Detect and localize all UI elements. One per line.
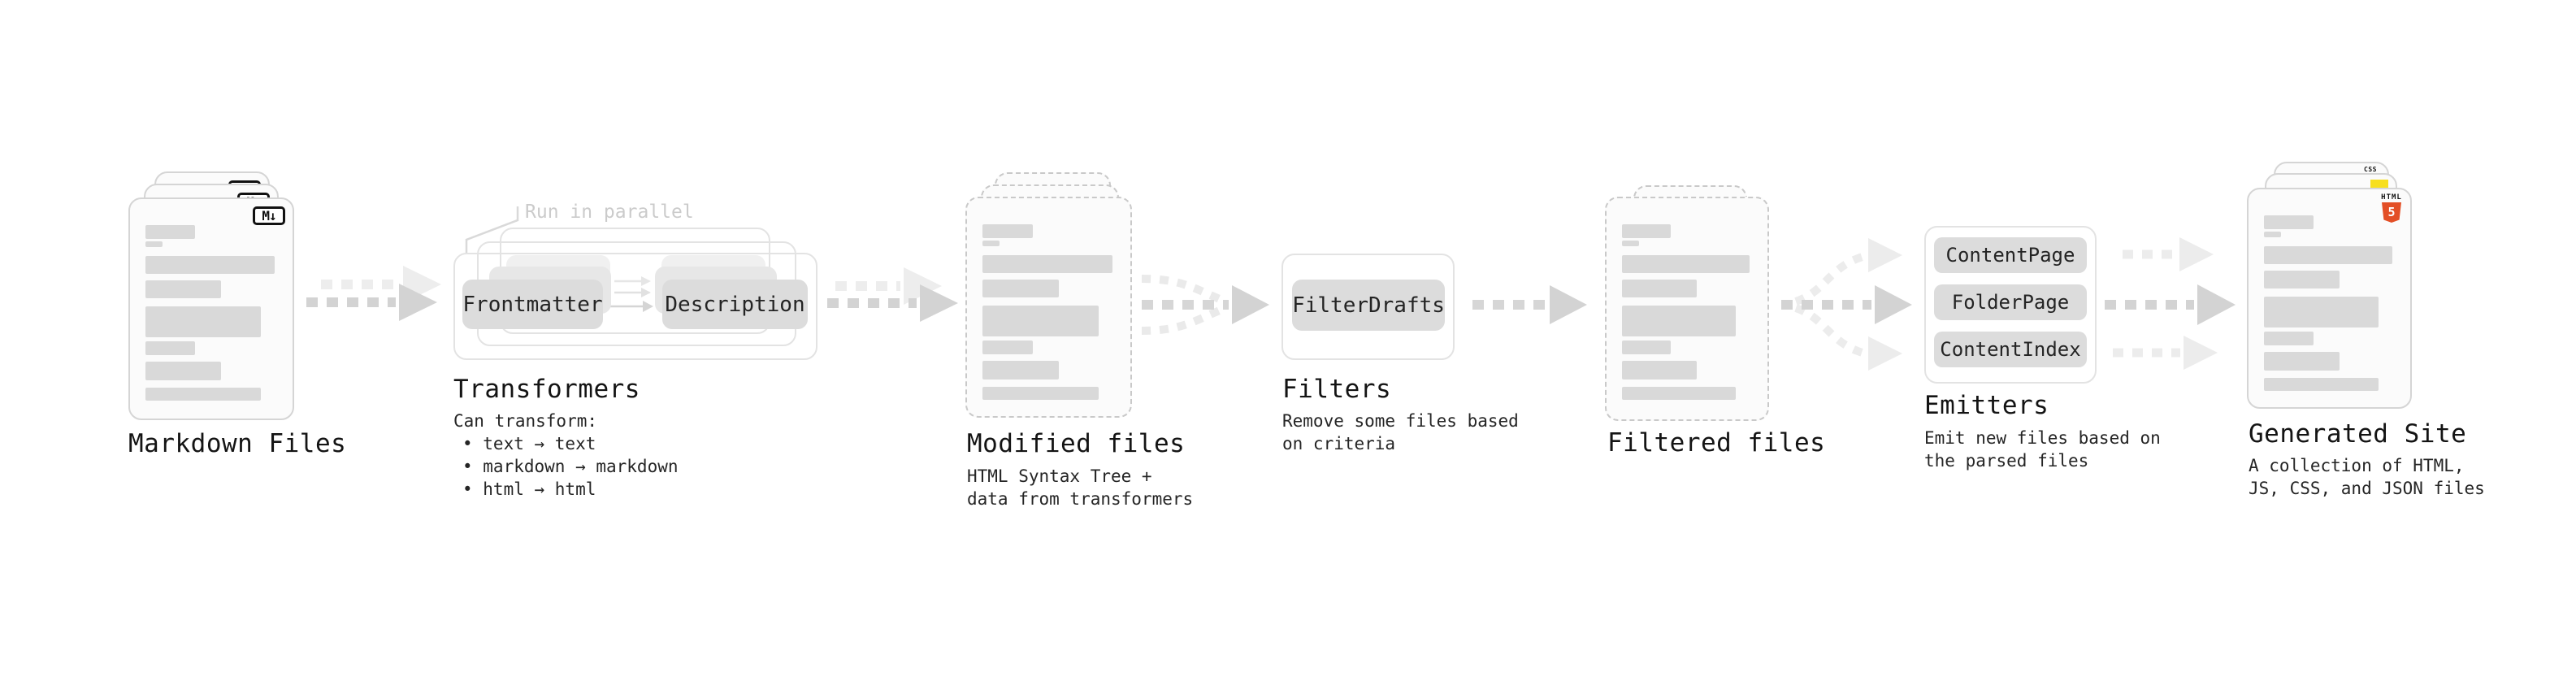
- frontmatter-button: Frontmatter: [462, 280, 603, 329]
- doc-line-bar: [2264, 297, 2379, 327]
- contentpage-button: ContentPage: [1934, 237, 2087, 273]
- markdown-files-label: Markdown Files: [128, 429, 347, 458]
- doc-line-bar: [2264, 332, 2314, 345]
- doc-line-bar: [145, 388, 261, 401]
- doc-line-bar: [2264, 352, 2340, 371]
- doc-line-bar: [1622, 387, 1736, 400]
- modified-files-label: Modified files: [967, 429, 1186, 458]
- doc-line-bar: [1622, 255, 1750, 273]
- doc-line-bar: [145, 241, 163, 247]
- css-icon-text: CSS: [2364, 166, 2377, 173]
- doc-line-bar: [145, 225, 196, 239]
- site-file-card-html: HTML 5: [2247, 188, 2412, 409]
- doc-line-bar: [2264, 271, 2340, 288]
- doc-line-bar: [982, 280, 1059, 297]
- doc-line-bar: [2264, 215, 2314, 229]
- arrow-filtered-to-emitters: [1781, 238, 1912, 371]
- doc-line-bar: [2264, 246, 2393, 264]
- doc-line-bar: [2264, 378, 2379, 391]
- site-sub-line: A collection of HTML,: [2249, 456, 2465, 475]
- filters-sub-line: on criteria: [1282, 434, 1396, 453]
- markdown-icon: M↓: [253, 206, 285, 225]
- doc-line-bar: [145, 306, 261, 337]
- doc-line-bar: [1622, 224, 1672, 238]
- doc-line-bar: [145, 362, 222, 380]
- transform-bullet: • html → html: [462, 479, 596, 499]
- run-in-parallel-annotation: Run in parallel: [525, 202, 694, 223]
- doc-line-bar: [1622, 280, 1698, 297]
- doc-line-bar: [1622, 241, 1639, 246]
- emitters-description: Emit new files based on the parsed files: [1924, 427, 2161, 472]
- js-icon: [2370, 180, 2388, 189]
- site-sub-line: JS, CSS, and JSON files: [2249, 479, 2485, 498]
- filtered-file-card-front: [1605, 197, 1769, 421]
- folderpage-button: FolderPage: [1934, 284, 2087, 320]
- transformer-layer-front: [453, 253, 817, 360]
- transform-bullet: • text → text: [462, 434, 596, 453]
- doc-line-bar: [982, 387, 1099, 400]
- modified-sub-line: HTML Syntax Tree +: [967, 466, 1152, 486]
- html5-icon-text: HTML: [2381, 193, 2402, 202]
- doc-line-bar: [1622, 340, 1672, 354]
- doc-line-bar: [1622, 361, 1698, 380]
- html5-icon-shield: 5: [2382, 202, 2401, 223]
- emitters-label: Emitters: [1924, 391, 2049, 420]
- arrow-emitters-to-site: [2105, 237, 2236, 370]
- doc-line-bar: [982, 340, 1033, 354]
- doc-line-bar: [982, 306, 1099, 336]
- document-content-placeholder: [145, 225, 276, 401]
- doc-line-bar: [982, 224, 1033, 238]
- emitters-sub-line: the parsed files: [1924, 451, 2089, 471]
- markdown-file-card-front: M↓: [128, 197, 294, 420]
- document-content-placeholder: [1622, 224, 1751, 400]
- doc-line-bar: [1622, 306, 1736, 336]
- doc-line-bar: [982, 255, 1113, 273]
- filters-description: Remove some files based on criteria: [1282, 410, 1519, 455]
- transformers-description: Can transform: • text → text • markdown …: [453, 410, 679, 501]
- emitters-sub-line: Emit new files based on: [1924, 428, 2161, 448]
- arrow-modified-to-filters: [1141, 275, 1269, 335]
- transform-bullet: • markdown → markdown: [462, 457, 679, 476]
- arrow-filters-to-filtered: [1472, 285, 1587, 324]
- can-transform-title: Can transform:: [453, 411, 598, 431]
- doc-line-bar: [982, 361, 1059, 380]
- doc-line-bar: [982, 241, 1000, 246]
- arrow-markdown-to-transformers: [306, 266, 441, 321]
- description-button: Description: [662, 280, 808, 329]
- generated-site-label: Generated Site: [2249, 419, 2467, 449]
- modified-sub-line: data from transformers: [967, 489, 1194, 509]
- arrow-transformers-to-modified: [827, 267, 958, 322]
- filters-sub-line: Remove some files based: [1282, 411, 1519, 431]
- doc-line-bar: [2264, 232, 2281, 237]
- document-content-placeholder: [2264, 215, 2394, 391]
- filters-label: Filters: [1282, 375, 1392, 404]
- generated-site-description: A collection of HTML, JS, CSS, and JSON …: [2249, 454, 2485, 500]
- filtered-files-label: Filtered files: [1607, 428, 1826, 458]
- document-content-placeholder: [982, 224, 1114, 400]
- doc-line-bar: [145, 256, 275, 274]
- html5-icon: HTML 5: [2381, 193, 2402, 223]
- transformers-label: Transformers: [453, 375, 640, 404]
- doc-line-bar: [145, 280, 222, 298]
- contentindex-button: ContentIndex: [1934, 332, 2087, 367]
- filterdrafts-button: FilterDrafts: [1292, 280, 1445, 331]
- modified-files-description: HTML Syntax Tree + data from transformer…: [967, 465, 1193, 510]
- modified-file-card-front: [965, 197, 1132, 418]
- doc-line-bar: [145, 341, 196, 355]
